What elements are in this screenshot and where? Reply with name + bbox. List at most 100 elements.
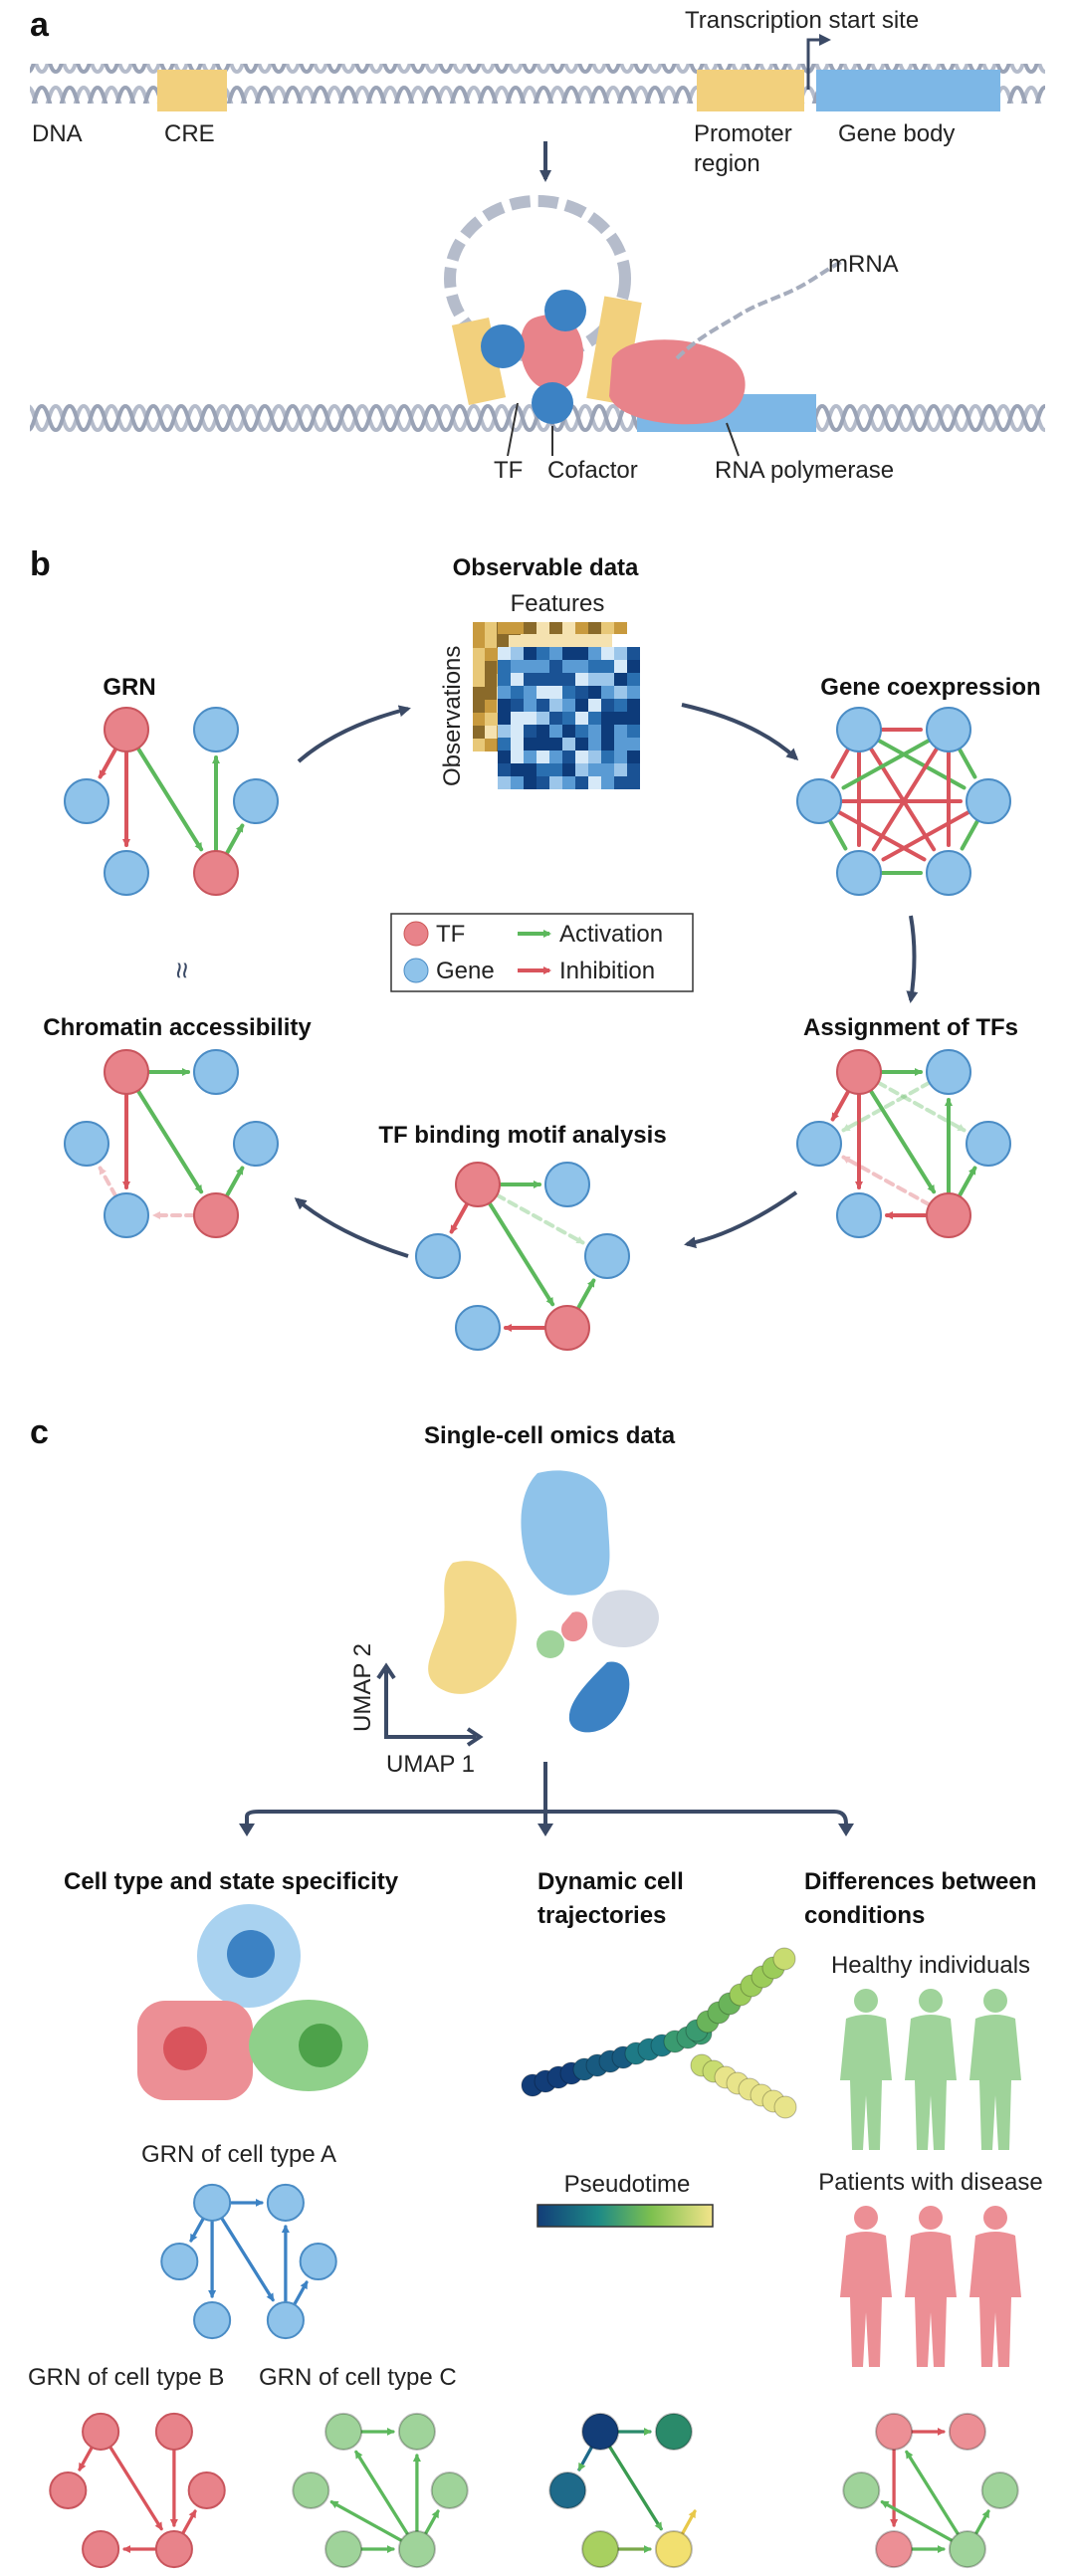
cofactor-ball-3	[532, 382, 573, 424]
matrix-cell	[524, 725, 537, 738]
matrix-cell	[627, 776, 640, 789]
matrix-cell	[575, 776, 588, 789]
matrix-side-cell	[497, 635, 509, 648]
legend-gene-swatch	[403, 958, 429, 983]
matrix-cell	[601, 738, 614, 751]
network-node	[544, 1162, 590, 1207]
matrix-cell	[614, 763, 627, 776]
network-node	[926, 1049, 971, 1095]
network-edge	[354, 2450, 409, 2536]
matrix-cell	[627, 699, 640, 712]
matrix-cell	[588, 647, 601, 660]
network-node	[104, 1049, 149, 1095]
matrix-cell	[498, 686, 511, 699]
network-node	[193, 707, 239, 752]
person-body-icon	[840, 2232, 892, 2367]
matrix-cell	[498, 673, 511, 686]
matrix-cell	[524, 776, 537, 789]
matrix-cell	[562, 738, 575, 751]
network-node	[160, 2242, 199, 2281]
panel-c-label: c	[30, 1413, 49, 1451]
cofactor-label: Cofactor	[547, 457, 638, 484]
matrix-cell	[562, 660, 575, 673]
matrix-cell	[575, 673, 588, 686]
matrix-cell	[627, 647, 640, 660]
legend-tf-swatch	[403, 921, 429, 947]
matrix-side-cell	[473, 687, 485, 700]
network-edge	[957, 747, 977, 779]
matrix-cell	[549, 763, 562, 776]
network-node	[654, 2530, 693, 2569]
matrix-cell	[498, 751, 511, 763]
matrix-cell	[511, 751, 524, 763]
network-node	[64, 1121, 109, 1167]
matrix-cell	[524, 751, 537, 763]
matrix-side-cell	[473, 713, 485, 726]
network-coexpression	[796, 707, 1011, 896]
network-node	[455, 1305, 501, 1351]
matrix-cell	[511, 660, 524, 673]
matrix-top-cell	[511, 622, 524, 634]
person-head-icon	[854, 1989, 878, 2013]
matrix-side-cell	[485, 648, 497, 661]
panel-c: c Single-cell omics data UMAP 2 UMAP 1 C…	[28, 1413, 1043, 2569]
network-node	[948, 2530, 986, 2569]
matrix-side-cell	[485, 661, 497, 674]
matrix-cell	[537, 776, 549, 789]
network-node	[980, 2470, 1019, 2510]
cre-box	[157, 70, 227, 111]
matrix-cell	[627, 660, 640, 673]
tf-label: TF	[494, 457, 523, 484]
matrix-cell	[601, 751, 614, 763]
grn-a-label: GRN of cell type A	[141, 2141, 336, 2168]
matrix-cell	[588, 699, 601, 712]
cluster-red	[561, 1611, 588, 1642]
network-node	[875, 2530, 914, 2569]
cluster-green	[537, 1630, 564, 1658]
matrix-top-cell	[549, 622, 562, 634]
matrix-cell	[601, 647, 614, 660]
matrix-cell	[575, 712, 588, 725]
legend-inhibition: Inhibition	[559, 958, 655, 984]
matrix-side-cell	[485, 687, 497, 700]
dna-label: DNA	[32, 120, 83, 147]
network-node	[455, 1162, 501, 1207]
assignment-title: Assignment of TFs	[803, 1014, 1018, 1041]
matrix-cell	[549, 751, 562, 763]
matrix-cell	[537, 712, 549, 725]
network-node	[836, 707, 882, 752]
network-node	[82, 2530, 120, 2569]
matrix-top-cell	[498, 622, 511, 634]
network-node	[397, 2412, 436, 2451]
person-head-icon	[919, 2206, 943, 2230]
matrix-cell	[601, 776, 614, 789]
features-label: Features	[511, 590, 605, 617]
network-node	[966, 778, 1011, 824]
matrix-side-cell	[485, 635, 497, 648]
matrix-cell	[614, 725, 627, 738]
matrix-cell	[511, 763, 524, 776]
dynamic-title-2: trajectories	[538, 1902, 666, 1929]
network-edge	[841, 738, 932, 790]
grn-b-label: GRN of cell type B	[28, 2364, 224, 2391]
grn-c-label: GRN of cell type C	[259, 2364, 457, 2391]
mrna-strand	[675, 259, 845, 360]
person-body-icon	[905, 2232, 957, 2367]
network-edge	[108, 2445, 163, 2531]
network-node	[324, 2530, 363, 2569]
matrix-cell	[537, 647, 549, 660]
network-node	[796, 778, 842, 824]
matrix-cell	[627, 686, 640, 699]
matrix-cell	[537, 763, 549, 776]
matrix-cell	[614, 686, 627, 699]
matrix-cell	[614, 776, 627, 789]
umap-arrow-y	[376, 1662, 396, 1680]
matrix-cell	[498, 647, 511, 660]
matrix-cell	[627, 712, 640, 725]
matrix-cell	[614, 673, 627, 686]
matrix-cell	[575, 725, 588, 738]
healthy-label: Healthy individuals	[831, 1952, 1030, 1979]
matrix-side-cell	[485, 739, 497, 751]
matrix-cell	[549, 686, 562, 699]
matrix-cell	[511, 699, 524, 712]
